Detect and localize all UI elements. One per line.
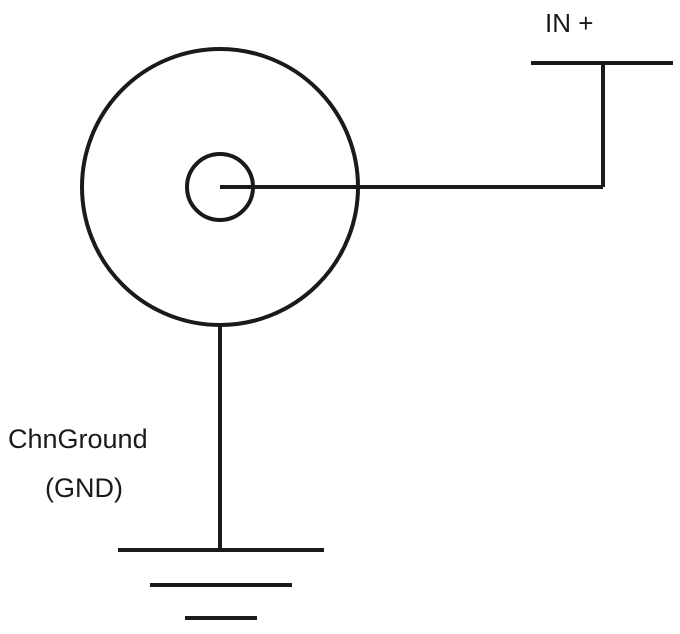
ground-name-label: ChnGround bbox=[8, 424, 148, 454]
ground-abbrev-label: (GND) bbox=[45, 473, 123, 503]
in-plus-label: IN + bbox=[545, 8, 593, 38]
